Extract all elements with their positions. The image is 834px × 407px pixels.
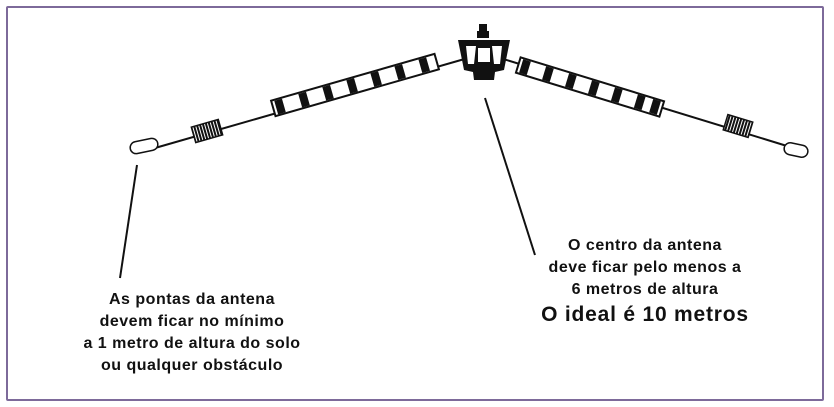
ends-pointer-line [119,164,138,279]
caption-line: ou qualquer obstáculo [100,357,284,374]
center-pointer-line [484,97,536,256]
ideal-height-note: O ideal é 10 metros [541,303,749,326]
caption-line: devem ficar no mínimo [99,313,285,330]
caption-line: deve ficar pelo menos a [548,259,742,276]
loading-coil-icon [190,118,224,144]
end-insulator-icon [783,142,809,158]
antenna-balun-icon [458,24,510,80]
caption-line: a 1 metro de altura do solo [83,335,301,352]
end-insulator-icon [129,137,159,155]
ends-height-caption: As pontas da antena devem ficar no mínim… [52,289,332,377]
center-height-caption: O centro da antena deve ficar pelo menos… [500,235,790,329]
right-element-segments [514,56,666,118]
caption-line: 6 metros de altura [571,281,719,298]
caption-line: As pontas da antena [109,291,275,308]
caption-line: O centro da antena [568,237,722,254]
loading-coil-icon [722,113,754,139]
left-element-segments [269,52,441,118]
